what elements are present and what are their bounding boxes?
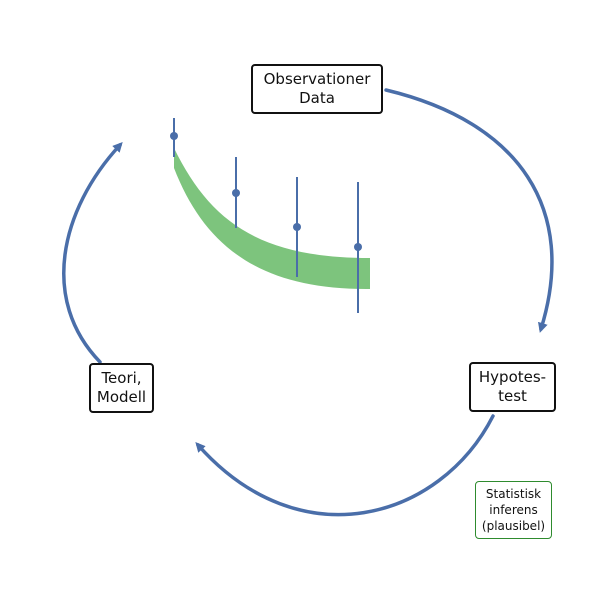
observation-points xyxy=(170,118,362,313)
data-point xyxy=(232,189,240,197)
observation-node-line2: Data xyxy=(299,89,335,107)
note-line2: inferens xyxy=(489,503,538,517)
theory-node-line1: Teori, xyxy=(101,369,142,387)
data-point xyxy=(293,223,301,231)
data-point xyxy=(170,132,178,140)
theory-node-line2: Modell xyxy=(96,388,147,406)
arrow-observation-to-hypothesis xyxy=(384,88,554,333)
data-point xyxy=(354,243,362,251)
hypothesis-test-node: Hypotes- test xyxy=(469,362,556,412)
theory-model-node: Teori, Modell xyxy=(89,363,154,413)
arrow-hypothesis-to-theory xyxy=(195,414,495,517)
hypothesis-node-line2: test xyxy=(498,387,527,405)
arrow-theory-to-observation xyxy=(62,142,123,364)
statistical-inference-note: Statistisk inferens (plausibel) xyxy=(475,481,552,539)
note-line1: Statistisk xyxy=(485,487,542,501)
hypothesis-node-line1: Hypotes- xyxy=(478,368,547,386)
model-band xyxy=(174,148,370,290)
note-line3: (plausibel) xyxy=(481,519,546,533)
observation-data-node: Observationer Data xyxy=(251,64,383,114)
observation-node-line1: Observationer xyxy=(263,70,371,88)
